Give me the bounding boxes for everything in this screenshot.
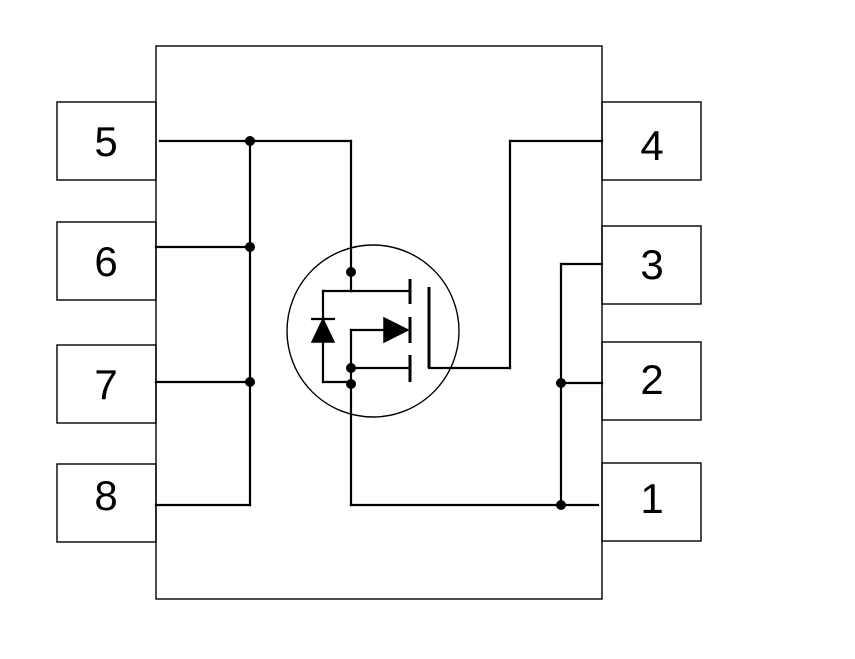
body-arrow-icon [383,316,410,344]
package-body [155,45,603,600]
pin-7-box [56,344,157,424]
junction-dot [245,136,255,146]
pin-label-5: 5 [94,118,117,165]
junction-dot [245,242,255,252]
pin-label-3: 3 [640,241,663,288]
diode-triangle-icon [310,317,336,343]
pin-6-box [56,221,157,301]
junction-dot [245,377,255,387]
junction-dot [556,378,566,388]
junction-dot [346,379,356,389]
pin-label-8: 8 [94,472,117,519]
pin-label-4: 4 [640,122,663,169]
pin-2-box [601,341,702,421]
pin-label-6: 6 [94,238,117,285]
junction-dot [346,363,356,373]
pin-label-1: 1 [640,475,663,522]
pin-label-2: 2 [640,356,663,403]
pin-5-box [56,101,157,181]
pin-8-box [56,463,157,543]
mosfet-circle [286,244,460,418]
pin-label-7: 7 [94,361,117,408]
junction-dot [556,500,566,510]
pin-1-box [601,462,702,542]
junction-dot [346,267,356,277]
